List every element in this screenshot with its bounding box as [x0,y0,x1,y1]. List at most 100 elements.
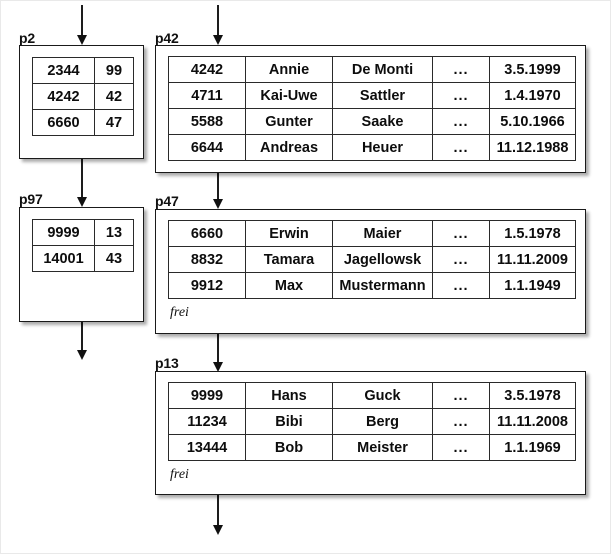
cell-last-name: Berg [332,408,433,435]
page-label-p47: p47 [155,193,179,209]
table-row[interactable]: 9999 Hans Guck ... 3.5.1978 [168,382,576,409]
cell-key: 2344 [32,57,95,84]
cell-ellipsis: ... [432,108,490,135]
cell-first-name: Erwin [245,220,333,247]
arrow-line [217,334,219,364]
cell-last-name: Maier [332,220,433,247]
record-table-p13: 9999 Hans Guck ... 3.5.1978 11234 Bibi B… [168,382,576,461]
table-row[interactable]: 4242 42 [32,83,134,110]
table-row[interactable]: 5588 Gunter Saake ... 5.10.1966 [168,108,576,135]
arrow-line [81,159,83,199]
cell-date: 1.1.1969 [489,434,576,461]
cell-first-name: Andreas [245,134,333,161]
cell-first-name: Max [245,272,333,299]
cell-ellipsis: ... [432,134,490,161]
page-box-p2[interactable]: 2344 99 4242 42 6660 47 [19,45,144,159]
cell-ellipsis: ... [432,220,490,247]
cell-key: 6660 [168,220,246,247]
table-row[interactable]: 14001 43 [32,245,134,272]
cell-date: 11.11.2009 [489,246,576,273]
arrow-head [76,197,87,207]
table-row[interactable]: 4242 Annie De Monti ... 3.5.1999 [168,56,576,83]
cell-key: 6660 [32,109,95,136]
cell-last-name: Jagellowsk [332,246,433,273]
cell-last-name: Heuer [332,134,433,161]
arrow-head [212,525,223,535]
arrow-head [212,362,223,372]
table-row[interactable]: 8832 Tamara Jagellowsk ... 11.11.2009 [168,246,576,273]
cell-date: 3.5.1978 [489,382,576,409]
table-row[interactable]: 9912 Max Mustermann ... 1.1.1949 [168,272,576,299]
arrow-line [217,495,219,527]
cell-key: 9999 [32,219,95,246]
arrow-head [212,199,223,209]
cell-date: 11.11.2008 [489,408,576,435]
page-box-p97[interactable]: 9999 13 14001 43 [19,207,144,322]
cell-key: 11234 [168,408,246,435]
cell-first-name: Tamara [245,246,333,273]
table-row[interactable]: 6644 Andreas Heuer ... 11.12.1988 [168,134,576,161]
page-box-p42[interactable]: 4242 Annie De Monti ... 3.5.1999 4711 Ka… [155,45,586,173]
cell-last-name: Meister [332,434,433,461]
free-space-label-p47: frei [170,305,189,320]
arrow-head [76,350,87,360]
cell-ellipsis: ... [432,82,490,109]
table-row[interactable]: 4711 Kai-Uwe Sattler ... 1.4.1970 [168,82,576,109]
table-row[interactable]: 13444 Bob Meister ... 1.1.1969 [168,434,576,461]
cell-pointer: 47 [94,109,134,136]
page-box-p47[interactable]: 6660 Erwin Maier ... 1.5.1978 8832 Tamar… [155,209,586,334]
cell-first-name: Gunter [245,108,333,135]
cell-key: 9912 [168,272,246,299]
cell-first-name: Hans [245,382,333,409]
cell-last-name: De Monti [332,56,433,83]
cell-pointer: 13 [94,219,134,246]
cell-first-name: Bob [245,434,333,461]
arrow-line [217,173,219,201]
record-table-p47: 6660 Erwin Maier ... 1.5.1978 8832 Tamar… [168,220,576,299]
arrow-line [81,5,83,37]
cell-first-name: Bibi [245,408,333,435]
cell-pointer: 43 [94,245,134,272]
cell-date: 5.10.1966 [489,108,576,135]
cell-key: 4242 [32,83,95,110]
cell-date: 1.4.1970 [489,82,576,109]
arrow-line [81,322,83,352]
arrow-head [212,35,223,45]
cell-key: 5588 [168,108,246,135]
cell-date: 1.1.1949 [489,272,576,299]
cell-date: 3.5.1999 [489,56,576,83]
cell-last-name: Sattler [332,82,433,109]
cell-key: 6644 [168,134,246,161]
cell-ellipsis: ... [432,272,490,299]
cell-first-name: Kai-Uwe [245,82,333,109]
cell-key: 8832 [168,246,246,273]
cell-ellipsis: ... [432,382,490,409]
table-row[interactable]: 11234 Bibi Berg ... 11.11.2008 [168,408,576,435]
arrow-head [76,35,87,45]
cell-ellipsis: ... [432,246,490,273]
record-table-p97: 9999 13 14001 43 [32,219,134,272]
cell-ellipsis: ... [432,434,490,461]
cell-last-name: Mustermann [332,272,433,299]
page-label-p13: p13 [155,355,179,371]
cell-date: 1.5.1978 [489,220,576,247]
page-label-p97: p97 [19,191,43,207]
page-box-p13[interactable]: 9999 Hans Guck ... 3.5.1978 11234 Bibi B… [155,371,586,495]
page-label-p2: p2 [19,30,35,46]
table-row[interactable]: 6660 Erwin Maier ... 1.5.1978 [168,220,576,247]
cell-pointer: 42 [94,83,134,110]
cell-date: 11.12.1988 [489,134,576,161]
arrow-line [217,5,219,37]
cell-key: 4711 [168,82,246,109]
cell-first-name: Annie [245,56,333,83]
cell-key: 4242 [168,56,246,83]
table-row[interactable]: 2344 99 [32,57,134,84]
cell-ellipsis: ... [432,408,490,435]
table-row[interactable]: 6660 47 [32,109,134,136]
record-table-p42: 4242 Annie De Monti ... 3.5.1999 4711 Ka… [168,56,576,161]
cell-last-name: Saake [332,108,433,135]
free-space-label-p13: frei [170,467,189,482]
cell-ellipsis: ... [432,56,490,83]
table-row[interactable]: 9999 13 [32,219,134,246]
